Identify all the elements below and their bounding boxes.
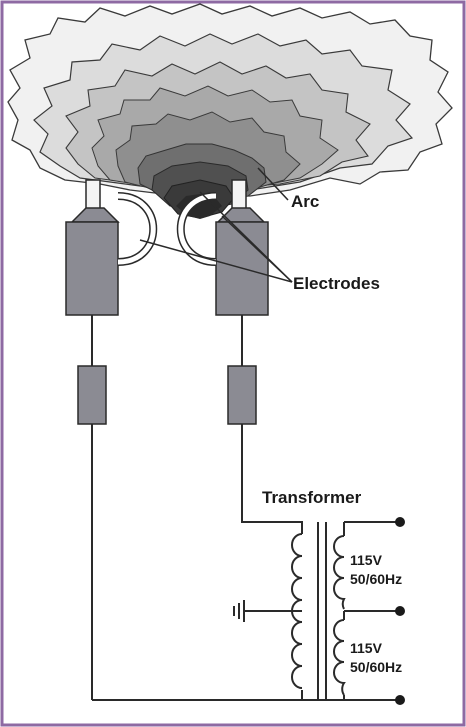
electrodes-leader-1 xyxy=(139,239,293,283)
winding-bottom-frequency: 50/60Hz xyxy=(350,659,402,675)
electrode-left-tip xyxy=(85,179,101,211)
electrodes-leader-3 xyxy=(199,191,293,283)
terminal-top xyxy=(395,517,405,527)
transformer-primary-coil xyxy=(291,533,303,689)
electrode-right-arc-loop-inner xyxy=(178,193,217,265)
resistor-right xyxy=(227,365,257,425)
arc-label: Arc xyxy=(291,192,319,211)
arc-plasma xyxy=(7,3,453,219)
transformer-label: Transformer xyxy=(262,488,362,507)
winding-bottom-voltage: 115V xyxy=(350,640,383,656)
electrode-left xyxy=(65,179,158,316)
terminal-middle xyxy=(395,606,405,616)
electrodes-label: Electrodes xyxy=(293,274,380,293)
resistor-left xyxy=(77,365,107,425)
transformer xyxy=(291,522,346,700)
electrode-right-tip xyxy=(231,179,247,211)
electrode-right-cap xyxy=(216,207,266,223)
electrode-left-arc-loop xyxy=(117,192,158,266)
terminal-bottom xyxy=(395,695,405,705)
ground-icon xyxy=(233,600,245,622)
electrode-left-body xyxy=(65,221,119,316)
leader-lines xyxy=(139,167,293,283)
transformer-secondary-upper-coil xyxy=(333,535,346,610)
wiring xyxy=(91,315,400,701)
electrode-left-cap xyxy=(70,207,120,223)
arc-leader xyxy=(257,167,289,201)
electrode-left-arc-loop-inner xyxy=(117,193,156,265)
wire-right-lower xyxy=(241,424,303,534)
winding-top-voltage: 115V xyxy=(350,552,383,568)
winding-top-frequency: 50/60Hz xyxy=(350,571,402,587)
transformer-secondary-lower-coil xyxy=(333,619,346,696)
